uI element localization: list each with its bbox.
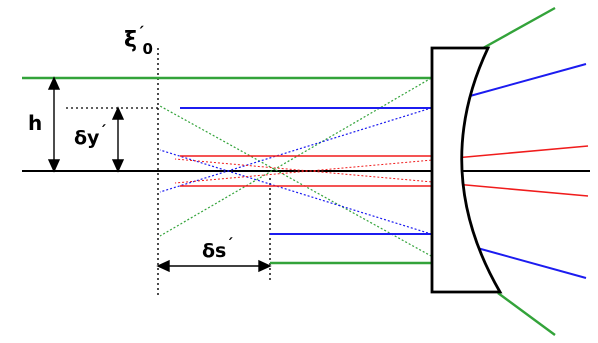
blue-virtual-ray-2: [159, 149, 471, 247]
green-rays: [22, 6, 556, 336]
concave-lens: [430, 46, 503, 294]
blue-ray-bottom-outgoing: [469, 245, 587, 279]
green-ray-top-outgoing: [475, 6, 556, 54]
blue-ray-top-outgoing: [469, 63, 587, 97]
dy-label: δy´: [74, 124, 106, 149]
red-ray-bottom-outgoing: [454, 183, 589, 197]
red-virtual-rays: [174, 157, 456, 185]
red-virtual-ray-2: [174, 158, 456, 185]
ds-dimension-arrow: [156, 259, 272, 273]
green-virtual-ray-1: [159, 51, 477, 237]
blue-virtual-ray-1: [159, 95, 471, 193]
dy-dimension-arrow: [111, 106, 125, 173]
red-rays: [180, 145, 589, 197]
h-dimension-arrow: [47, 76, 61, 173]
green-ray-bottom-outgoing: [497, 292, 556, 336]
xi-label: ξ´0: [124, 24, 153, 58]
ds-label: δs´: [202, 237, 233, 262]
red-ray-top-outgoing: [454, 145, 589, 159]
red-virtual-ray-1: [174, 157, 456, 184]
h-label: h: [28, 111, 42, 135]
blue-rays: [180, 63, 587, 279]
